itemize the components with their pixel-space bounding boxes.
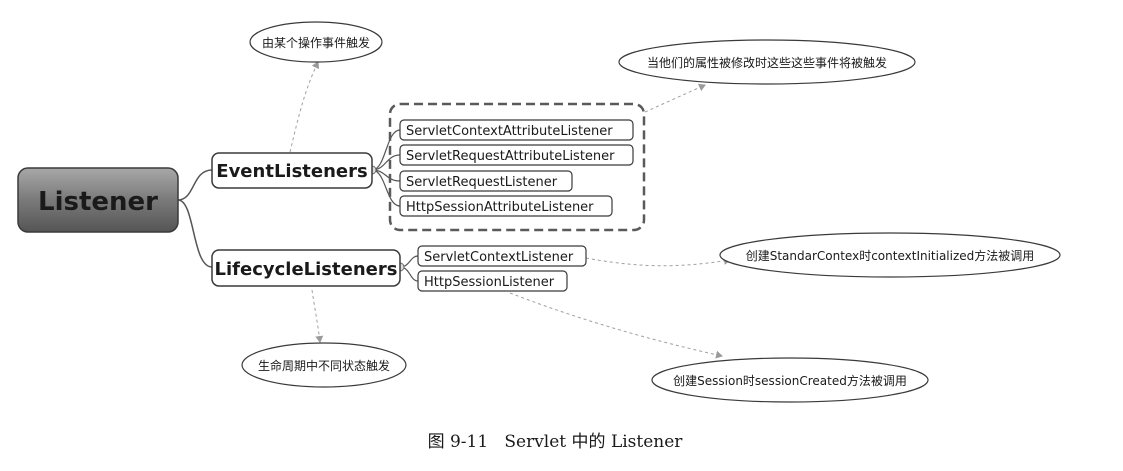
lifecycle-item-1[interactable]: HttpSessionListener (417, 270, 568, 292)
event-items-group (388, 102, 646, 232)
event-item-1-label: ServletRequestAttributeListener (406, 149, 615, 164)
note-event-group: 当他们的属性被修改时这些这些事件将被触发 (618, 39, 916, 85)
note-lifecycle-trigger-text: 生命周期中不同状态触发 (258, 358, 390, 373)
note-servletcontext-text: 创建StandarContex时contextInitialized方法被调用 (746, 248, 1035, 263)
branch-event-listeners[interactable]: EventListeners (211, 152, 373, 189)
event-item-2[interactable]: ServletRequestListener (399, 170, 573, 192)
root-label: Listener (38, 187, 158, 217)
event-item-3[interactable]: HttpSessionAttributeListener (399, 195, 613, 217)
branch-lifecycle-listeners[interactable]: LifecycleListeners (211, 249, 401, 287)
branch-event-label: EventListeners (216, 161, 367, 182)
figure-caption: 图 9-11 Servlet 中的 Listener (428, 432, 684, 452)
note-link-event-group (644, 83, 706, 113)
event-item-2-label: ServletRequestListener (406, 175, 558, 190)
note-link-event (289, 61, 320, 153)
note-event-group-text: 当他们的属性被修改时这些这些事件将被触发 (647, 55, 887, 70)
event-item-0[interactable]: ServletContextAttributeListener (399, 119, 634, 141)
lifecycle-item-0[interactable]: ServletContextListener (417, 245, 587, 267)
note-event-trigger-text: 由某个操作事件触发 (262, 35, 370, 50)
note-event-trigger: 由某个操作事件触发 (249, 21, 383, 63)
event-item-3-label: HttpSessionAttributeListener (406, 200, 594, 215)
branch-lifecycle-label: LifecycleListeners (215, 259, 398, 280)
connector-root-event (177, 169, 213, 201)
note-httpsession: 创建Session时sessionCreated方法被调用 (651, 357, 929, 403)
note-link-lifecycle (311, 289, 324, 343)
note-lifecycle-trigger: 生命周期中不同状态触发 (241, 342, 407, 388)
lifecycle-item-1-label: HttpSessionListener (424, 275, 555, 290)
note-link-servletcontext (585, 256, 731, 267)
event-item-0-label: ServletContextAttributeListener (406, 124, 613, 139)
root-node[interactable]: Listener (17, 167, 179, 233)
event-item-connectors (371, 129, 401, 207)
note-servletcontext: 创建StandarContex时contextInitialized方法被调用 (719, 232, 1061, 278)
note-link-httpsession (509, 292, 723, 359)
note-httpsession-text: 创建Session时sessionCreated方法被调用 (673, 373, 907, 388)
lifecycle-item-0-label: ServletContextListener (424, 250, 574, 265)
event-item-1[interactable]: ServletRequestAttributeListener (399, 144, 634, 166)
connector-root-lifecycle (177, 199, 213, 268)
